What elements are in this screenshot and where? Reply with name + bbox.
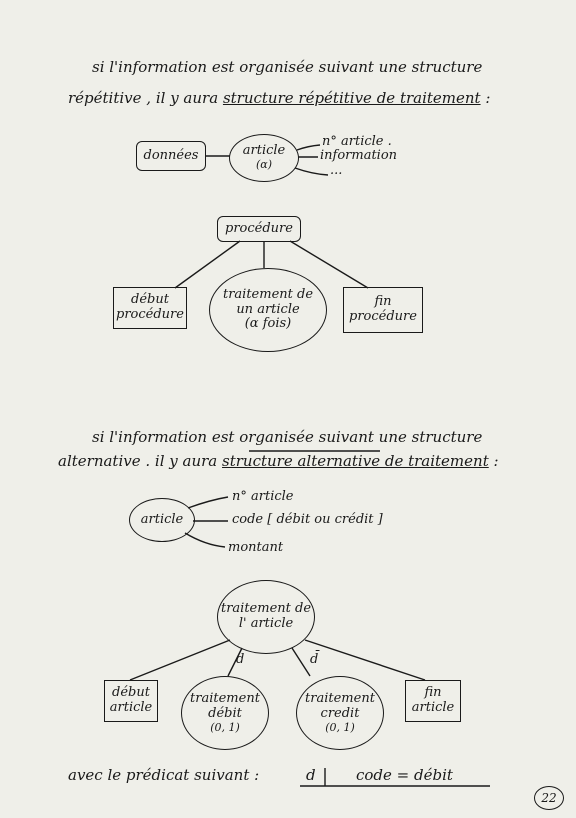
article-title: article	[242, 143, 286, 159]
s2-line2-underlined: structure alternative de traitement	[222, 452, 489, 470]
tcredit-l3: (0, 1)	[325, 720, 355, 734]
tdebit-l1: traitement	[190, 690, 260, 706]
donnees-box: données	[136, 141, 206, 171]
d-label: d	[236, 652, 245, 667]
attr-information: information	[320, 148, 398, 163]
d-bar-label: d̄	[310, 652, 319, 667]
traitement-article-oval: traitement de un article (α fois)	[209, 268, 327, 352]
debut-article-l2: article	[109, 700, 153, 715]
attr2-code: code [ débit ou crédit ]	[232, 512, 383, 527]
attr2-n-article: n° article	[232, 489, 294, 504]
article-oval: article (α)	[229, 134, 299, 182]
fin-procedure-l1: fin	[374, 294, 392, 310]
s2-line2: alternative . il y aura structure altern…	[58, 452, 499, 470]
fin-procedure-l2: procédure	[349, 309, 417, 324]
debut-procedure-l1: début	[131, 292, 169, 308]
traitement-credit-oval: traitement credit (0, 1)	[296, 676, 384, 750]
fin-procedure-box: fin procédure	[343, 287, 423, 333]
predicate-d: d	[306, 766, 316, 784]
predicate-label: avec le prédicat suivant :	[68, 766, 260, 784]
s1-line1: si l'information est organisée suivant u…	[92, 58, 483, 76]
tdebit-l3: (0, 1)	[210, 720, 240, 734]
attr-ellipsis: ...	[330, 163, 343, 178]
article-sub: (α)	[255, 158, 272, 172]
article-oval-2: article	[129, 498, 195, 542]
fin-article-l2: article	[411, 700, 455, 715]
debut-article-box: début article	[104, 680, 158, 722]
attr-n-article: n° article .	[322, 134, 392, 149]
s2-line1: si l'information est organisée suivant u…	[92, 428, 483, 446]
trait-l3: (α fois)	[244, 316, 292, 332]
s2-line2-suffix: :	[493, 452, 499, 470]
procedure-box: procédure	[217, 216, 301, 242]
predicate-expr: code = débit	[356, 766, 453, 784]
tcredit-l2: credit	[320, 705, 360, 721]
tcredit-l1: traitement	[305, 690, 375, 706]
s1-line2-suffix: :	[485, 89, 491, 107]
traitement-article-root-oval: traitement de l' article	[217, 580, 315, 654]
root-l1: traitement de	[220, 601, 312, 617]
traitement-debit-oval: traitement débit (0, 1)	[181, 676, 269, 750]
trait-l2: un article	[236, 301, 300, 317]
page-number: 22	[534, 786, 564, 810]
s1-line2-prefix: répétitive , il y aura	[68, 89, 219, 107]
tdebit-l2: débit	[208, 705, 242, 721]
root-l2: l' article	[238, 616, 294, 631]
s2-line2-prefix: alternative . il y aura	[58, 452, 218, 470]
debut-article-l1: début	[112, 685, 150, 701]
debut-procedure-l2: procédure	[116, 307, 184, 322]
trait-l1: traitement de	[222, 286, 314, 302]
s1-line2: répétitive , il y aura structure répétit…	[68, 89, 490, 107]
fin-article-l1: fin	[424, 685, 442, 701]
attr2-montant: montant	[228, 540, 284, 555]
s1-line2-underlined: structure répétitive de traitement	[222, 89, 481, 107]
fin-article-box: fin article	[405, 680, 461, 722]
debut-procedure-box: début procédure	[113, 287, 187, 329]
